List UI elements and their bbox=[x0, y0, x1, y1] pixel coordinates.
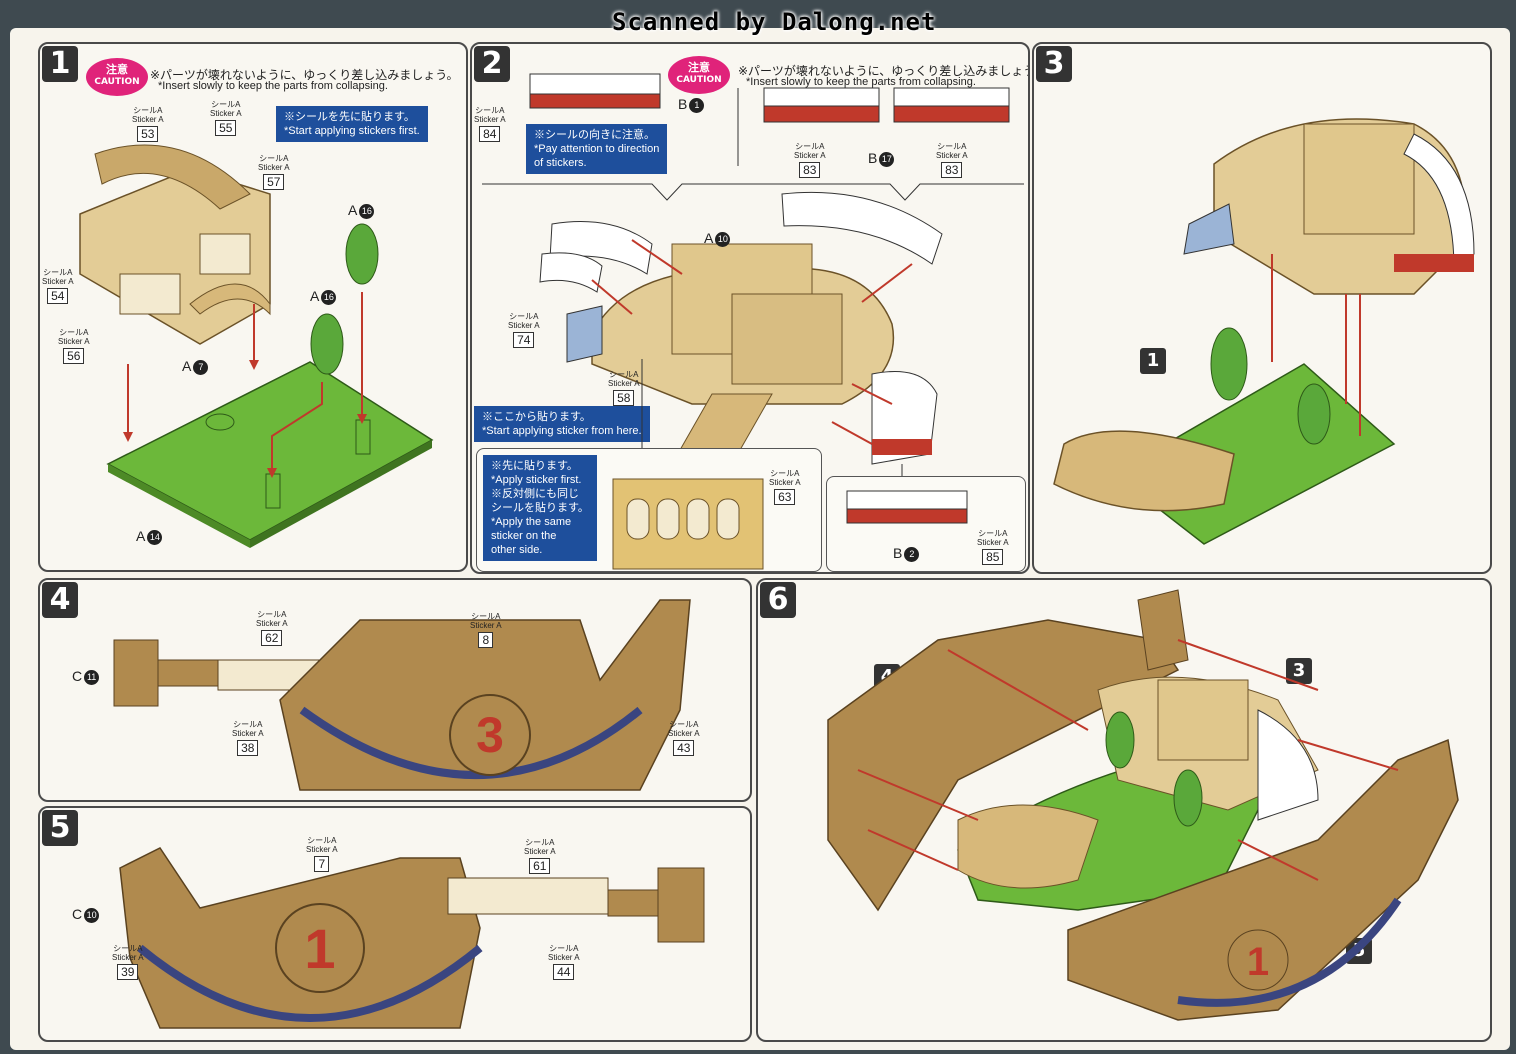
window-detail-drawing bbox=[612, 478, 764, 570]
hull-number-1-small: 1 bbox=[1247, 940, 1269, 984]
step-number: 6 bbox=[760, 582, 796, 618]
step-number: 5 bbox=[42, 810, 78, 846]
step-3-illustration bbox=[1053, 118, 1475, 545]
step-number: 4 bbox=[42, 582, 78, 618]
step-1-illustration bbox=[79, 144, 434, 548]
insert-note-jp: ※パーツが壊れないように、ゆっくり差し込みましょう。 bbox=[738, 64, 1030, 78]
step-6-panel: 6 4 3 5 1 bbox=[756, 578, 1492, 1042]
insert-note-en: *Insert slowly to keep the parts from co… bbox=[746, 76, 976, 88]
insert-note-en: *Insert slowly to keep the parts from co… bbox=[158, 80, 388, 92]
watermark: Scanned by Dalong.net bbox=[612, 8, 937, 36]
step-5-hull-drawing: 1 bbox=[119, 847, 705, 1029]
apply-first-note: ※先に貼ります。*Apply sticker first. ※反対側にも同じシー… bbox=[483, 455, 597, 561]
hull-number-3: 3 bbox=[476, 707, 504, 763]
step-number: 3 bbox=[1036, 46, 1072, 82]
step-3-panel: 3 1 bbox=[1032, 42, 1492, 574]
insert-note-jp: ※パーツが壊れないように、ゆっくり差し込みましょう。 bbox=[150, 68, 459, 82]
railing-b2-drawing bbox=[846, 490, 968, 524]
start-stickers-note: ※シールを先に貼ります。*Start applying stickers fir… bbox=[276, 106, 428, 142]
ref-step-1: 1 bbox=[1140, 348, 1166, 374]
window-sticker-detail: ※先に貼ります。*Apply sticker first. ※反対側にも同じシー… bbox=[476, 448, 822, 572]
step-4-hull-drawing: 3 bbox=[113, 599, 691, 791]
hull-number-1: 1 bbox=[304, 917, 335, 980]
start-here-note: ※ここから貼ります。*Start applying sticker from h… bbox=[474, 406, 650, 442]
step-6-assembly: 1 bbox=[827, 589, 1459, 1021]
step-number: 2 bbox=[474, 46, 510, 82]
step-2-illustration bbox=[482, 73, 1024, 480]
step-number: 1 bbox=[42, 46, 78, 82]
